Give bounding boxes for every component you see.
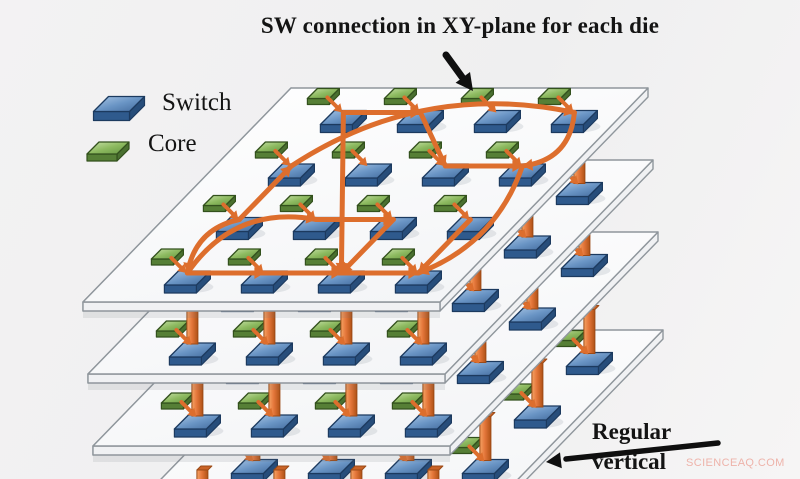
core-switch-link [519, 391, 537, 408]
core-switch-unit [485, 141, 549, 187]
core-switch-link [325, 95, 343, 113]
core-block [391, 392, 426, 410]
switch-block [173, 414, 222, 438]
core-switch-unit [196, 465, 213, 479]
core-block [202, 194, 237, 213]
core-switch-unit [427, 465, 444, 479]
core-switch-unit [381, 248, 445, 294]
core-switch-link [333, 400, 351, 417]
core-switch-link [221, 202, 239, 220]
regular-vertical-line1: Regular [592, 419, 672, 444]
vertical-link-pillar [350, 465, 367, 479]
switch-block [503, 235, 552, 259]
core-switch-link [350, 149, 368, 166]
regular-vertical-arrow [546, 440, 721, 469]
switch-block [560, 253, 609, 278]
core-switch-unit [309, 295, 373, 366]
diagram-title: SW connection in XY-plane for each die [260, 13, 660, 38]
core-switch-unit [237, 367, 301, 438]
regular-vertical-label: Regular vertical [592, 417, 671, 477]
vertical-link-pillar [273, 465, 290, 479]
switch-block [245, 342, 294, 366]
switch-block [473, 109, 522, 134]
core-switch-unit [160, 367, 224, 438]
core-switch-link [169, 256, 187, 273]
legend-core-label: Core [148, 130, 197, 157]
core-block [309, 320, 344, 338]
core-switch-link [251, 328, 269, 345]
core-switch-link [256, 400, 274, 417]
switch-block [508, 307, 557, 331]
core-switch-link [467, 444, 485, 462]
core-switch-unit [448, 412, 512, 479]
core-block [356, 194, 391, 213]
core-block [537, 87, 572, 106]
switch-link [415, 163, 525, 276]
switch-block [394, 270, 443, 294]
switch-block [399, 342, 448, 366]
switch-block [322, 342, 371, 366]
title-arrow [442, 51, 473, 91]
core-block [227, 248, 262, 266]
switch-legend-icon [92, 95, 146, 122]
core-switch-unit [273, 465, 290, 479]
switch-block [451, 288, 500, 313]
vertical-link-pillar [196, 465, 213, 479]
core-block [232, 320, 267, 338]
core-switch-link [273, 149, 291, 166]
core-legend-icon [86, 141, 130, 162]
core-block [314, 392, 349, 410]
switch-block [555, 181, 604, 206]
core-switch-link [405, 328, 423, 345]
regular-vertical-line2: vertical [592, 449, 667, 474]
core-switch-link [571, 337, 589, 355]
core-switch-link [452, 202, 470, 220]
core-switch-link [328, 328, 346, 345]
core-switch-unit [232, 295, 296, 366]
core-switch-unit [150, 248, 214, 294]
legend-core-block [86, 141, 130, 162]
watermark: SCIENCEAQ.COM [686, 457, 785, 469]
switch-link [184, 214, 319, 276]
legend-switch-label: Switch [162, 89, 232, 116]
core-block [381, 248, 416, 266]
core-switch-unit [391, 367, 455, 438]
die-plane-1 [82, 87, 649, 318]
switch-block [307, 458, 356, 479]
core-switch-unit [500, 358, 564, 429]
core-switch-link [179, 400, 197, 417]
switch-link [288, 101, 577, 169]
switch-block [250, 414, 299, 438]
switch-block [344, 163, 393, 187]
switch-block [461, 458, 510, 479]
switch-block [168, 342, 217, 366]
core-switch-unit [314, 367, 378, 438]
core-switch-unit [386, 295, 450, 366]
core-switch-unit [331, 141, 395, 187]
switch-block [404, 414, 453, 438]
switch-block [456, 360, 505, 385]
core-switch-unit [350, 465, 367, 479]
core-block [150, 248, 185, 266]
switch-block [327, 414, 376, 438]
switch-block [565, 351, 614, 376]
xy-plane-links [183, 101, 577, 279]
switch-block [513, 405, 562, 429]
core-block [279, 194, 314, 213]
core-switch-link [174, 328, 192, 345]
vertical-link-pillar [427, 465, 444, 479]
core-switch-link [410, 400, 428, 417]
core-block [386, 320, 421, 338]
legend-switch-block [92, 95, 146, 122]
